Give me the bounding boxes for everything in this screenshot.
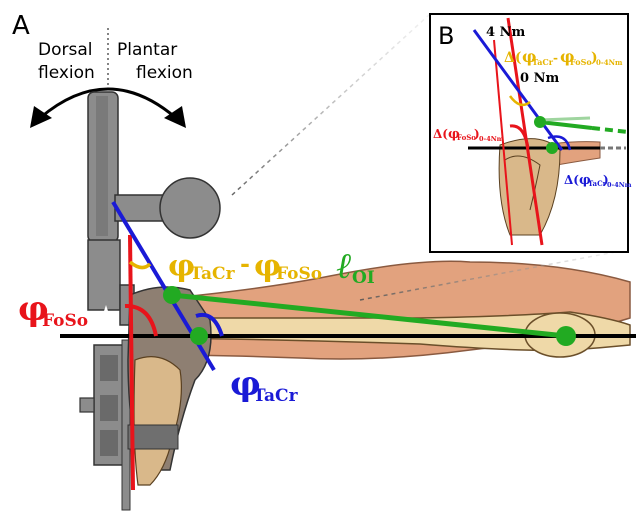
loi-label: ℓ OI — [336, 246, 375, 288]
svg-text:TaCr: TaCr — [532, 57, 554, 67]
loi-point-origin — [556, 326, 576, 346]
inset-connector-top — [232, 14, 430, 195]
svg-text:Δ(: Δ( — [564, 173, 579, 187]
tacr-pivot-point — [190, 327, 208, 345]
svg-text:0-4Nm: 0-4Nm — [479, 135, 504, 143]
foot-bones — [134, 357, 181, 485]
svg-text:FoSo: FoSo — [276, 264, 322, 284]
inset-panel-b: B 4 Nm 0 Nm Δ( φ TaCr - φ FoSo — [430, 14, 632, 252]
foso-angle-label: φ FoSo — [18, 289, 88, 331]
svg-text:OI: OI — [352, 268, 375, 288]
dorsal-flexion-label-line2: flexion — [38, 63, 95, 83]
svg-text:TaCr: TaCr — [190, 264, 236, 284]
svg-text:Δ(: Δ( — [504, 50, 522, 66]
svg-text:0-4Nm: 0-4Nm — [596, 58, 623, 67]
svg-text:FoSo: FoSo — [570, 57, 592, 67]
plantar-flexion-label-line2: flexion — [136, 63, 193, 83]
torque-4nm-label: 4 Nm — [486, 25, 525, 40]
diff-angle-arc — [130, 262, 150, 268]
svg-text:0-4Nm: 0-4Nm — [607, 181, 632, 189]
svg-text:FoSo: FoSo — [42, 311, 88, 331]
loi-point-insertion — [163, 286, 181, 304]
panel-b-letter: B — [438, 22, 454, 50]
panel-a-letter: A — [12, 11, 30, 41]
plantar-flexion-label-line1: Plantar — [117, 40, 177, 60]
svg-text:-: - — [240, 249, 250, 278]
diff-angle-label: φ TaCr - φ FoSo — [168, 249, 322, 284]
svg-text:ℓ: ℓ — [336, 246, 351, 287]
foot-strap — [128, 425, 178, 449]
svg-text:TaCr: TaCr — [253, 386, 299, 406]
torque-0nm-label: 0 Nm — [520, 71, 559, 86]
dorsal-flexion-label-line1: Dorsal — [38, 40, 92, 60]
tacr-angle-label: φ TaCr — [230, 364, 299, 406]
svg-text:Δ(: Δ( — [433, 127, 448, 141]
svg-text:-: - — [553, 51, 558, 65]
